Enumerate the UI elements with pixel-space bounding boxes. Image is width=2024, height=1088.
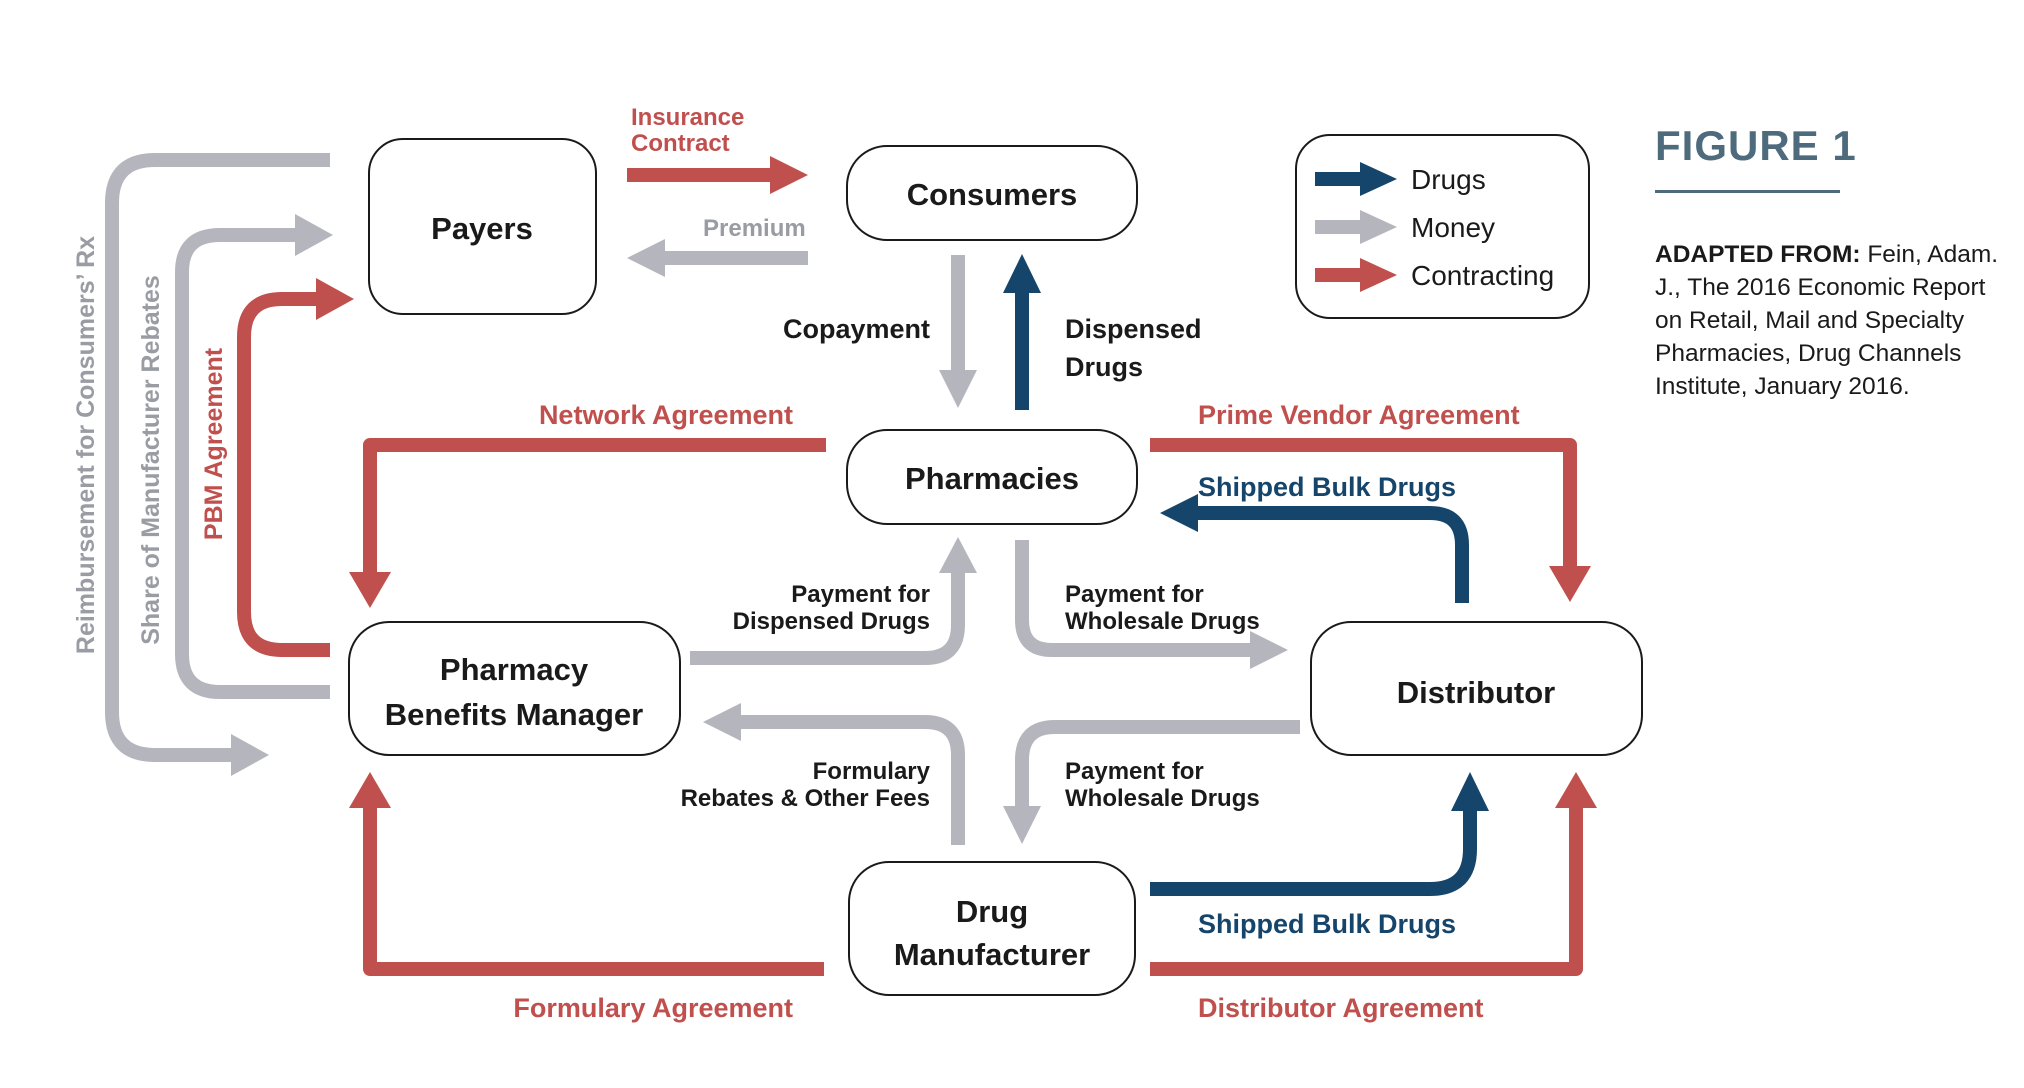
dispensed-drugs-label-2: Drugs	[1065, 352, 1143, 382]
figure-title: FIGURE 1	[1655, 122, 1857, 169]
network-agreement-label: Network Agreement	[539, 400, 793, 430]
copayment-label: Copayment	[783, 314, 930, 344]
reimbursement-label: Reimbursement for Consumers’ Rx	[72, 236, 100, 654]
manufacturer-label-line1: Drug	[956, 894, 1028, 929]
insurance-contract-label-1: Insurance	[631, 104, 744, 131]
legend-contracting-label: Contracting	[1411, 260, 1554, 291]
formulary-rebates-label-1: Formulary	[813, 758, 931, 785]
shipped-bulk-drugs-bottom-label: Shipped Bulk Drugs	[1198, 909, 1456, 939]
insurance-contract-arrow	[627, 156, 808, 194]
payment-wholesale-bottom-label-2: Wholesale Drugs	[1065, 785, 1260, 812]
insurance-contract-label-2: Contract	[631, 130, 730, 157]
legend-contracting-arrow-icon	[1315, 258, 1397, 292]
prime-vendor-agreement-arrow	[1150, 438, 1591, 602]
payment-wholesale-top-label-1: Payment for	[1065, 581, 1204, 608]
formulary-rebates-label-2: Rebates & Other Fees	[681, 785, 930, 812]
shipped-bulk-drugs-top-label: Shipped Bulk Drugs	[1198, 472, 1456, 502]
payment-wholesale-drugs-bottom-arrow	[1003, 720, 1300, 844]
legend-drugs-arrow-icon	[1315, 162, 1397, 196]
distributor-agreement-label: Distributor Agreement	[1198, 993, 1484, 1023]
payment-wholesale-drugs-top-arrow	[1015, 540, 1288, 669]
prime-vendor-agreement-label: Prime Vendor Agreement	[1198, 400, 1520, 430]
distributor-label: Distributor	[1397, 675, 1555, 710]
shipped-bulk-drugs-top-arrow	[1160, 494, 1469, 603]
copayment-arrow	[939, 255, 977, 408]
network-agreement-arrow	[349, 438, 826, 608]
payment-dispensed-label-2: Dispensed Drugs	[733, 608, 930, 635]
pbm-label-line2: Benefits Manager	[385, 697, 643, 732]
source-prefix: ADAPTED FROM:	[1655, 241, 1861, 268]
pbm-agreement-label: PBM Agreement	[200, 347, 228, 540]
share-rebates-label: Share of Manufacturer Rebates	[137, 275, 165, 645]
legend-money-label: Money	[1411, 212, 1495, 243]
legend: Drugs Money Contracting	[1295, 134, 1590, 319]
source-text: Fein, Adam. J., The 2016 Economic Report…	[1655, 241, 1999, 400]
drug-manufacturer-node[interactable]: Drug Manufacturer	[848, 861, 1136, 996]
dispensed-drugs-arrow	[1003, 254, 1041, 410]
pbm-agreement-arrow	[237, 278, 354, 657]
share-rebates-arrow	[175, 214, 333, 699]
consumers-label: Consumers	[907, 177, 1078, 212]
payment-dispensed-label-1: Payment for	[791, 581, 930, 608]
figure-source: ADAPTED FROM: Fein, Adam. J., The 2016 E…	[1655, 238, 2000, 403]
distributor-node[interactable]: Distributor	[1310, 621, 1643, 756]
consumers-node[interactable]: Consumers	[846, 145, 1138, 241]
payers-node[interactable]: Payers	[368, 138, 597, 315]
shipped-bulk-drugs-bottom-arrow	[1150, 772, 1489, 896]
reimbursement-arrow	[105, 153, 330, 776]
formulary-rebates-arrow	[703, 703, 965, 845]
payment-dispensed-drugs-arrow	[690, 537, 977, 665]
legend-drugs-label: Drugs	[1411, 164, 1486, 195]
payment-wholesale-top-label-2: Wholesale Drugs	[1065, 608, 1260, 635]
pharmacies-label: Pharmacies	[905, 461, 1079, 496]
distributor-agreement-arrow	[1150, 772, 1597, 976]
dispensed-drugs-label-1: Dispensed	[1065, 314, 1202, 344]
premium-arrow	[627, 239, 808, 277]
formulary-agreement-label: Formulary Agreement	[513, 993, 793, 1023]
figure-title-underline	[1655, 190, 1840, 193]
pbm-node[interactable]: Pharmacy Benefits Manager	[348, 621, 681, 756]
premium-label: Premium	[703, 215, 806, 242]
formulary-agreement-arrow	[349, 772, 824, 976]
payers-label: Payers	[431, 211, 533, 246]
pharmacies-node[interactable]: Pharmacies	[846, 429, 1138, 525]
pbm-label-line1: Pharmacy	[440, 652, 589, 687]
legend-money-arrow-icon	[1315, 210, 1397, 244]
manufacturer-label-line2: Manufacturer	[894, 937, 1090, 972]
payment-wholesale-bottom-label-1: Payment for	[1065, 758, 1204, 785]
